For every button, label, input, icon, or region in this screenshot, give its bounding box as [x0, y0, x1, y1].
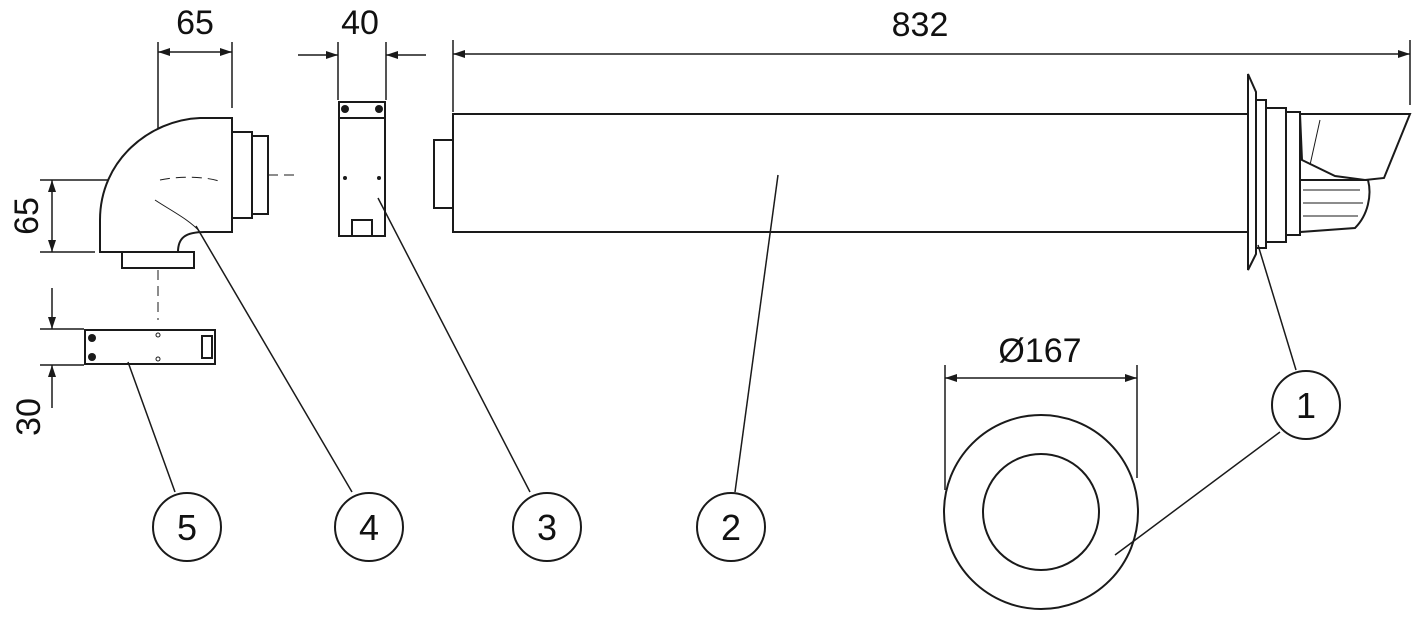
- callout-circle-5: [152, 492, 222, 562]
- callout-circle-2: [696, 492, 766, 562]
- dim-label-elbow-width: 65: [176, 4, 214, 42]
- callout-label-1: 1: [1296, 385, 1316, 426]
- callout-circle-4: [334, 492, 404, 562]
- rosette: [943, 414, 1139, 610]
- leader-lines: [127, 174, 1297, 556]
- pipe: [433, 113, 1249, 233]
- plate: [84, 329, 216, 365]
- elbow-bend: [99, 117, 300, 320]
- callout-circles: [152, 370, 1341, 562]
- callout-label-3: 3: [537, 507, 557, 548]
- callout-circle-1: [1271, 370, 1341, 440]
- dim-label-plate-height: 30: [10, 398, 48, 436]
- dim-label-pipe-length: 832: [892, 6, 949, 44]
- dim-rosette-diameter: [944, 365, 1138, 490]
- clamp: [338, 101, 386, 237]
- callout-circle-3: [512, 492, 582, 562]
- callout-label-5: 5: [177, 507, 197, 548]
- dim-label-clamp-width: 40: [341, 4, 379, 42]
- terminal: [1247, 73, 1412, 271]
- dim-plate-height: [40, 288, 84, 408]
- dim-label-rosette-diameter: Ø167: [998, 332, 1081, 370]
- callout-label-4: 4: [359, 507, 379, 548]
- dim-clamp-width: [298, 42, 426, 100]
- dim-pipe-length: [452, 40, 1411, 112]
- dim-label-elbow-height: 65: [8, 197, 46, 235]
- callout-label-2: 2: [721, 507, 741, 548]
